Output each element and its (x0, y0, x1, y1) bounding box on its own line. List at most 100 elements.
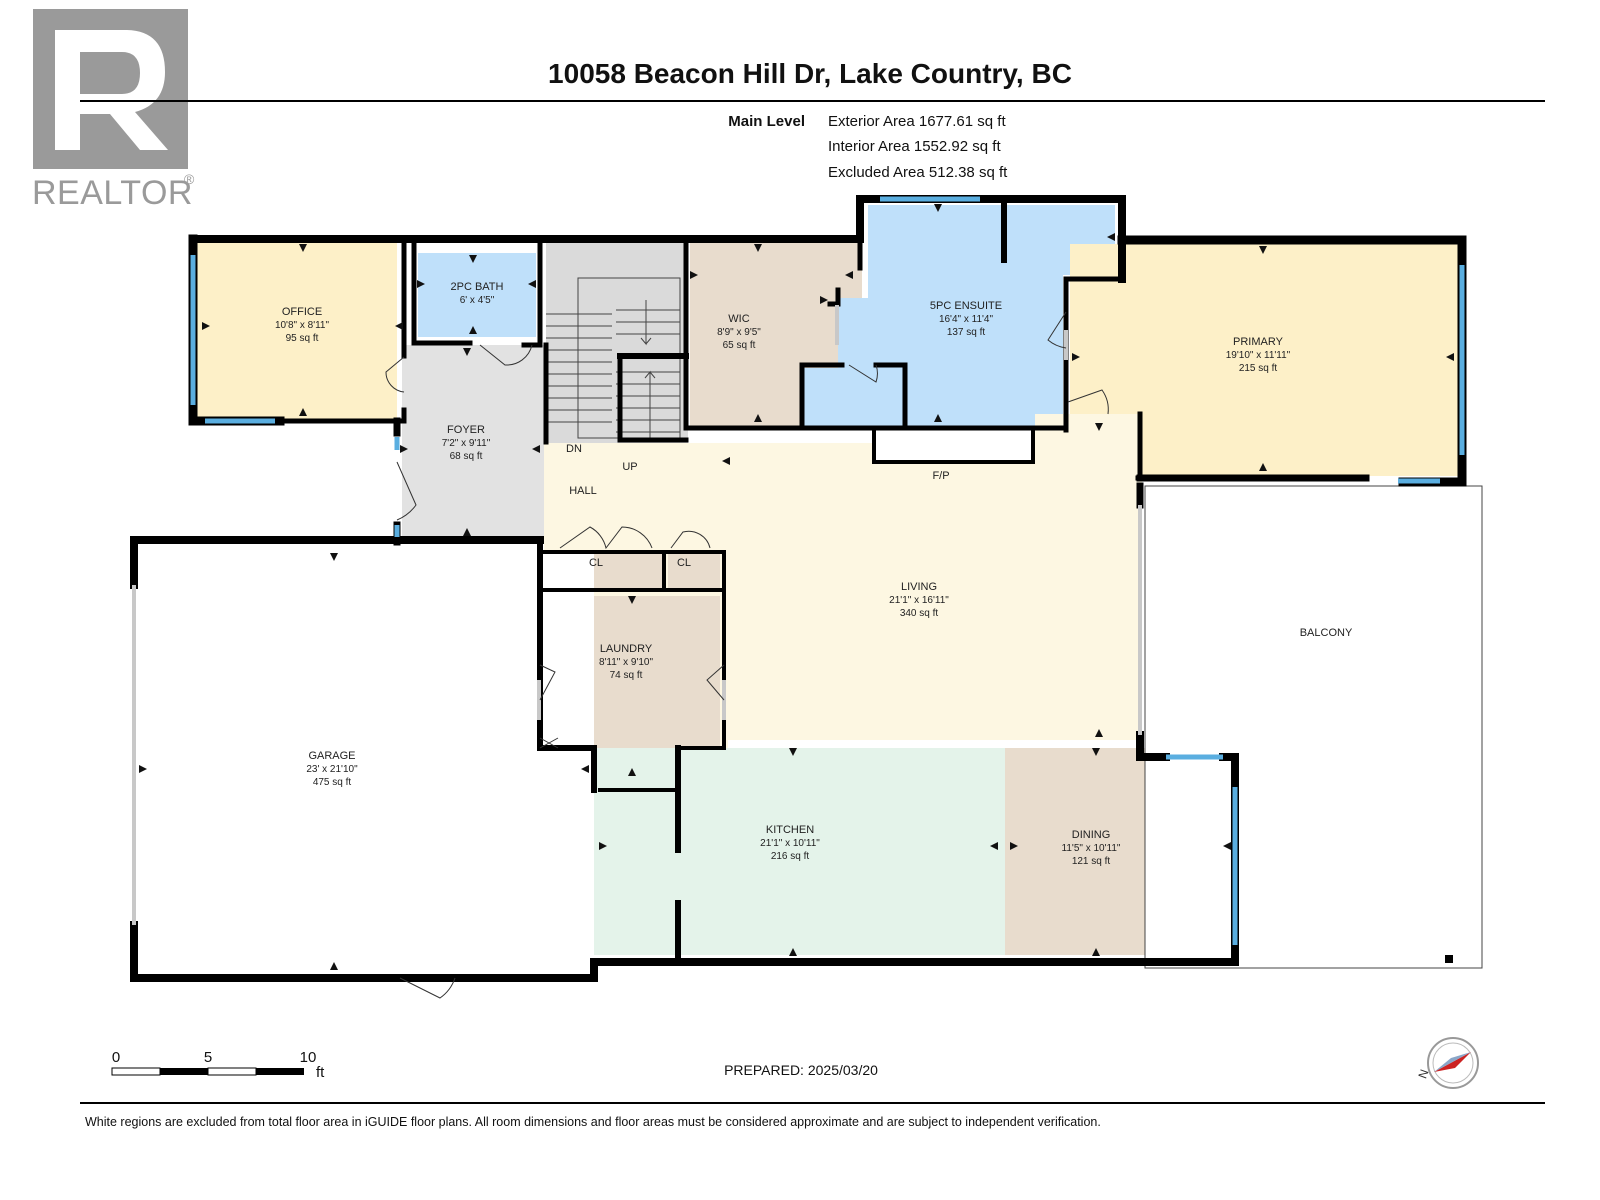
svg-text:475 sq ft: 475 sq ft (313, 777, 352, 788)
closet-2-door (670, 530, 711, 549)
dimension-arrow-27 (628, 596, 636, 604)
dimension-arrow-28 (628, 768, 636, 776)
dimension-arrow-39 (1010, 842, 1018, 850)
svg-text:121 sq ft: 121 sq ft (1072, 856, 1111, 867)
svg-text:LIVING: LIVING (901, 581, 937, 593)
scale-segment-3 (207, 1067, 257, 1076)
dimension-arrow-13 (754, 414, 762, 422)
windows (190, 196, 1465, 945)
svg-text:DINING: DINING (1072, 829, 1111, 841)
garage-fill (136, 551, 594, 975)
dimension-arrow-22 (1072, 353, 1080, 361)
svg-text:PRIMARY: PRIMARY (1233, 336, 1284, 348)
svg-text:16'4" x 11'4": 16'4" x 11'4" (939, 314, 994, 325)
svg-text:11'5" x 10'11": 11'5" x 10'11" (1062, 843, 1121, 854)
dimension-arrow-7 (528, 280, 536, 288)
scale-segment-4 (256, 1068, 304, 1075)
bath-label: 2PC BATH 6' x 4'5" (451, 281, 504, 306)
scale-segment-2 (160, 1068, 208, 1075)
fireplace-label: F/P (932, 470, 949, 482)
scale-unit: ft (316, 1064, 325, 1081)
svg-text:216 sq ft: 216 sq ft (771, 851, 810, 862)
dimension-arrow-15 (845, 271, 853, 279)
level-name: Main Level (728, 113, 805, 130)
bath-door (479, 344, 533, 366)
dimension-arrow-34 (789, 948, 797, 956)
doors (385, 311, 1109, 999)
dimension-arrow-21 (1259, 463, 1267, 471)
compass-icon: N (1415, 1037, 1479, 1089)
dimension-arrow-35 (599, 842, 607, 850)
dimension-arrow-23 (1446, 353, 1454, 361)
garage-door (399, 977, 456, 999)
living-label: LIVING 21'1" x 16'11" 340 sq ft (889, 581, 949, 619)
laundry-door-west (539, 664, 556, 701)
dimension-arrow-18 (820, 296, 828, 304)
front-door (396, 461, 417, 521)
svg-text:5PC ENSUITE: 5PC ENSUITE (930, 300, 1002, 312)
closet-doors (559, 526, 653, 550)
wic-label: WIC 8'9" x 9'5" 65 sq ft (717, 313, 761, 351)
disclaimer: White regions are excluded from total fl… (85, 1115, 1101, 1129)
stairs-down-label: DN (566, 443, 582, 455)
svg-text:21'1" x 16'11": 21'1" x 16'11" (889, 595, 949, 606)
dimension-arrow-40 (1223, 842, 1231, 850)
svg-text:340 sq ft: 340 sq ft (900, 608, 939, 619)
scale-tick-10: 10 (300, 1049, 317, 1066)
dimension-arrow-33 (789, 748, 797, 756)
dimension-arrow-30 (330, 962, 338, 970)
office-fill (197, 243, 397, 419)
realtor-wordmark: REALTOR (32, 174, 193, 212)
dimension-arrow-38 (1092, 948, 1100, 956)
svg-text:8'11" x 9'10": 8'11" x 9'10" (599, 657, 654, 668)
primary-door (1067, 389, 1109, 415)
svg-text:95 sq ft: 95 sq ft (286, 333, 319, 344)
balcony-area (1144, 485, 1483, 969)
ensuite-fill (804, 205, 1115, 427)
dimension-arrow-17 (934, 414, 942, 422)
laundry-label: LAUNDRY 8'11" x 9'10" 74 sq ft (599, 643, 654, 681)
svg-text:65 sq ft: 65 sq ft (723, 340, 756, 351)
balcony-post (1445, 955, 1453, 963)
ensuite-label: 5PC ENSUITE 16'4" x 11'4" 137 sq ft (930, 300, 1002, 338)
hall-label: HALL (569, 485, 597, 497)
svg-text:8'9" x 9'5": 8'9" x 9'5" (717, 327, 761, 338)
room-fills (136, 205, 1483, 975)
dimension-arrow-29 (330, 553, 338, 561)
primary-label: PRIMARY 19'10" x 11'11" 215 sq ft (1226, 336, 1291, 374)
dimension-arrow-14 (690, 271, 698, 279)
dimension-arrow-5 (469, 326, 477, 334)
svg-text:FOYER: FOYER (447, 424, 485, 436)
garage-label: GARAGE 23' x 21'10" 475 sq ft (306, 750, 358, 788)
dimension-arrow-0 (299, 244, 307, 252)
svg-text:68 sq ft: 68 sq ft (450, 451, 483, 462)
realtor-r-glyph (55, 30, 168, 150)
svg-text:74 sq ft: 74 sq ft (610, 670, 643, 681)
interior-area: Interior Area 1552.92 sq ft (828, 138, 1001, 155)
dimension-arrow-9 (463, 528, 471, 536)
svg-text:19'10" x 11'11": 19'10" x 11'11" (1226, 350, 1291, 361)
dimension-arrow-16 (934, 204, 942, 212)
dimension-arrow-32 (581, 765, 589, 773)
svg-text:KITCHEN: KITCHEN (766, 824, 814, 836)
closet-2-fill (668, 552, 720, 589)
dimension-arrow-6 (417, 280, 425, 288)
svg-text:2PC BATH: 2PC BATH (451, 281, 504, 293)
dimension-arrow-24 (722, 457, 730, 465)
scale-segment-1 (111, 1067, 161, 1076)
toilet-door (848, 364, 878, 383)
dimension-arrow-31 (139, 765, 147, 773)
svg-text:WIC: WIC (728, 313, 749, 325)
dimension-arrows (139, 204, 1454, 970)
svg-text:21'1" x 10'11": 21'1" x 10'11" (760, 838, 820, 849)
svg-text:23' x 21'10": 23' x 21'10" (306, 764, 358, 775)
dimension-arrow-4 (469, 255, 477, 263)
dimension-arrow-1 (299, 408, 307, 416)
dimension-arrow-2 (202, 322, 210, 330)
dimension-arrow-37 (1092, 748, 1100, 756)
dimension-arrow-12 (754, 244, 762, 252)
dimension-arrow-3 (395, 322, 403, 330)
svg-text:215 sq ft: 215 sq ft (1239, 363, 1278, 374)
closet-1-label: CL (589, 557, 603, 569)
dimension-arrow-20 (1259, 246, 1267, 254)
